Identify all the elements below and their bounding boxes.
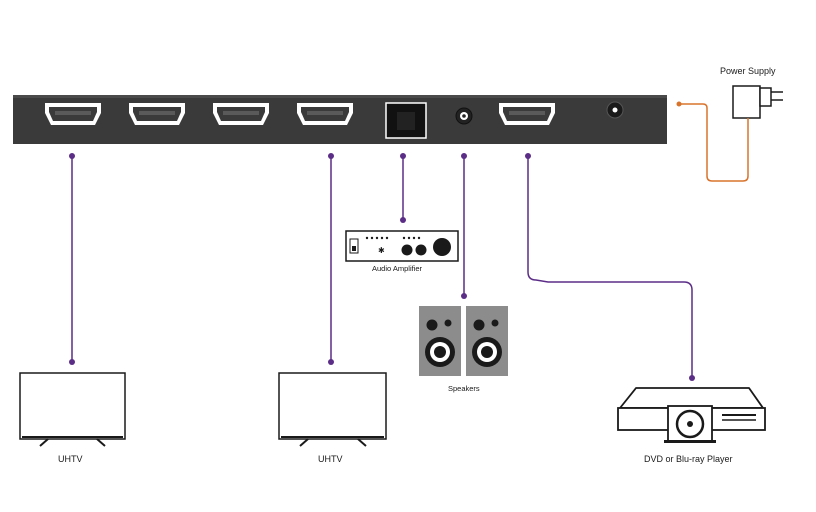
uhtv-right-icon (278, 372, 387, 447)
hdmi-port-in (499, 103, 555, 125)
player-label: DVD or Blu-ray Player (644, 454, 733, 464)
cable-to-player (525, 153, 695, 381)
cable-to-uhtv-right (328, 153, 334, 365)
hdmi-port-out-1 (45, 103, 101, 125)
audio-amplifier-label: Audio Amplifier (372, 264, 423, 273)
optical-audio-port (385, 102, 427, 139)
uhtv-right-label: UHTV (318, 454, 343, 464)
dc-power-jack (606, 101, 624, 119)
svg-text:✱: ✱ (378, 246, 385, 255)
power-cable (676, 101, 749, 182)
hdmi-port-out-2 (129, 103, 185, 125)
cable-to-uhtv-left (69, 153, 75, 365)
uhtv-left-label: UHTV (58, 454, 83, 464)
hdmi-splitter-device (13, 95, 667, 144)
cable-to-audio-amplifier (400, 153, 406, 223)
speakers-label: Speakers (448, 384, 480, 393)
speaker-right (466, 306, 508, 376)
analog-audio-jack (455, 107, 473, 125)
hdmi-port-out-4 (297, 103, 353, 125)
hdmi-port-out-3 (213, 103, 269, 125)
power-supply-label: Power Supply (720, 66, 776, 76)
speaker-left (419, 306, 461, 376)
uhtv-left-icon (19, 372, 126, 447)
dvd-bluray-player-icon (617, 387, 766, 443)
power-supply-icon (732, 85, 783, 119)
speakers-icon (419, 306, 508, 376)
cable-to-speakers (461, 153, 467, 299)
audio-amplifier-icon: ✱ (345, 230, 459, 262)
